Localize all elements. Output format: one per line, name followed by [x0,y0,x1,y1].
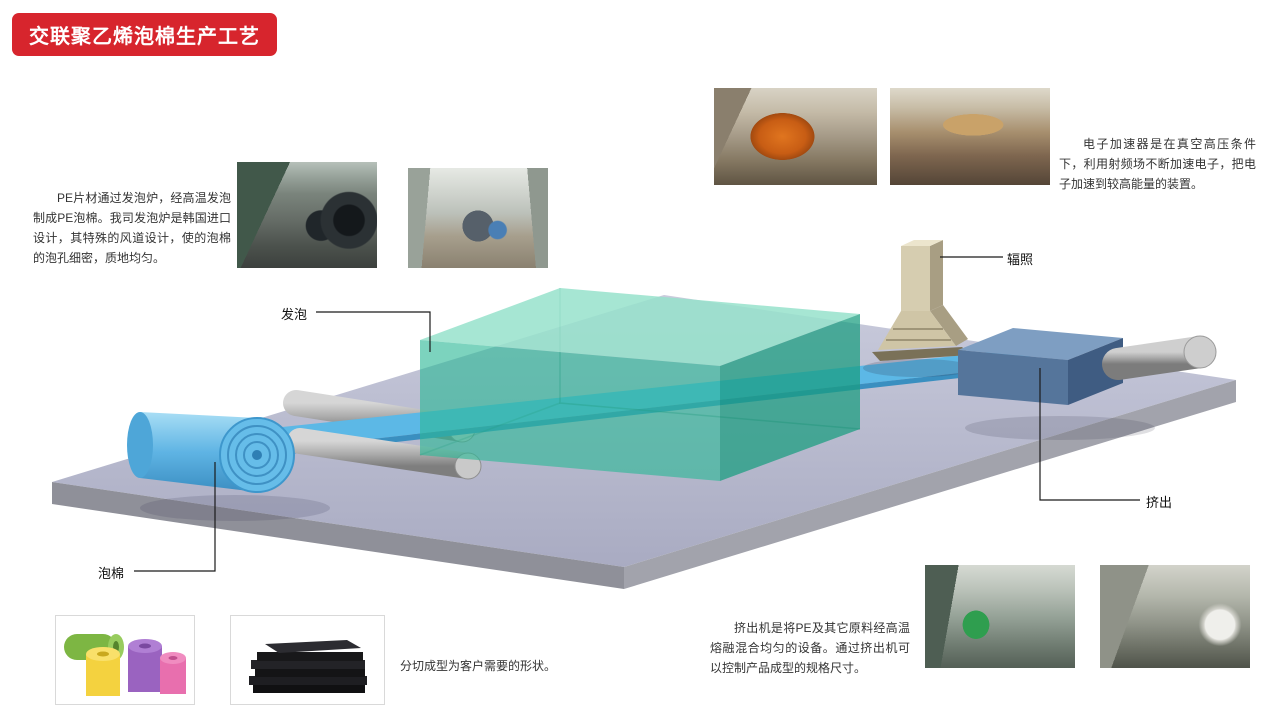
foam-roll [127,412,295,493]
page-title: 交联聚乙烯泡棉生产工艺 [12,13,277,56]
extruder-pipe [1102,335,1217,380]
label-extrusion: 挤出 [1146,495,1173,510]
leader-extrusion [1039,368,1140,501]
extruder-description: 挤出机是将PE及其它原料经高温熔融混合均匀的设备。通过挤出机可以控制产品成型的规… [710,621,910,675]
foam-rolls-art [64,634,186,696]
extruder [958,328,1155,440]
extruder-workshop-photo-1 [925,565,1075,668]
electron-accelerator-photo-2 [890,88,1050,185]
black-foam-sheets-photo [230,615,385,705]
foaming-furnace-description: PE片材通过发泡炉，经高温发泡制成PE泡棉。我司发泡炉是韩国进口设计，其特殊的风… [33,191,231,265]
colored-foam-rolls-photo [55,615,195,705]
foaming-chamber [419,288,861,481]
label-foaming: 发泡 [281,307,308,322]
foam-sheets-art [249,640,367,693]
irradiation-device [863,240,973,377]
electron-accelerator-photo-1 [714,88,877,185]
leader-foam [134,462,216,572]
foam-furnace-workshop-photo-1 [237,162,377,268]
label-foam: 泡棉 [98,566,125,581]
label-irradiation: 辐照 [1007,252,1034,267]
foam-furnace-workshop-photo-2 [408,168,548,268]
leader-foaming [316,311,431,352]
leader-lines [134,256,1140,572]
cutting-description: 分切成型为客户需要的形状。 [400,659,557,673]
extruder-workshop-photo-2 [1100,565,1250,668]
roll-shadow [140,495,330,521]
electron-accelerator-description: 电子加速器是在真空高压条件下，利用射频场不断加速电子，把电子加速到较高能量的装置… [1059,137,1256,191]
